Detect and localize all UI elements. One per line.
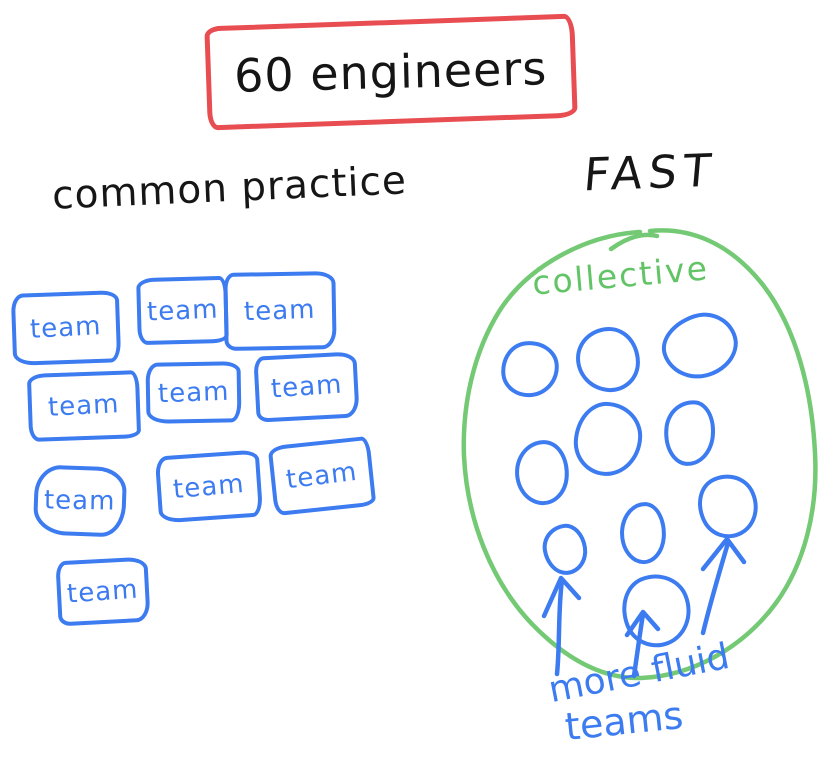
team-box: team [10,290,122,366]
fluid-team-circle [498,338,562,400]
engineer-count-label: 60 engineers [233,41,549,103]
team-box: team [32,464,128,538]
team-box-label: team [29,311,103,345]
fluid-team-circle [653,303,747,389]
team-box-label: team [284,456,360,496]
team-box: team [26,370,142,442]
team-box-label: team [172,468,246,505]
team-box-label: team [44,485,116,517]
team-box: team [145,361,242,424]
team-box: team [154,449,264,524]
team-box: team [267,435,377,517]
team-box-label: team [146,293,219,328]
common-practice-heading: common practice [51,158,408,219]
team-box: team [253,351,360,423]
team-box-label: team [47,389,121,423]
fluid-team-circle [660,397,719,469]
fluid-team-circle [617,500,669,566]
fluid-team-circle [512,437,572,508]
up-arrow-left-icon [541,575,582,677]
team-box-label: team [243,294,317,328]
team-box-label: team [66,574,140,609]
engineer-count-banner: 60 engineers [204,13,578,131]
fluid-team-circle [574,325,642,394]
team-box: team [136,275,229,346]
team-box-label: team [269,369,344,405]
up-arrow-right-icon [700,536,747,636]
fluid-team-circle [572,400,644,478]
team-box: team [223,271,337,351]
fast-heading: FAST [581,143,719,202]
team-box-label: team [157,376,230,409]
fluid-team-circle [539,521,591,578]
team-box: team [55,556,151,627]
fluid-team-circle [686,463,770,549]
collective-label: collective [530,248,711,303]
